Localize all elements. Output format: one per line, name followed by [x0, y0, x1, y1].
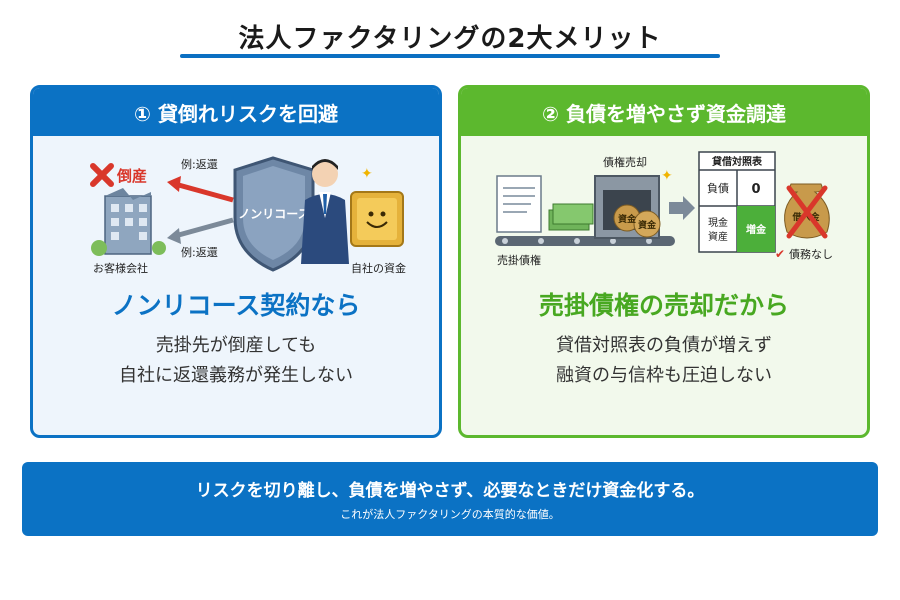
- arrow-label-top: 例:返還: [181, 157, 218, 171]
- collapsed-building-icon: [91, 188, 166, 256]
- card-desc-1-line-1: 売掛先が倒産しても: [155, 335, 317, 356]
- bs-cash-label-2: 資産: [708, 230, 728, 243]
- bs-liability-value: 0: [751, 182, 760, 197]
- merit-card-2: ② 負債を増やさず資金調達 売掛債権 債権売却: [458, 85, 870, 438]
- shield-icon: [233, 156, 315, 272]
- card-desc-1-line-2: 自社に返還義務が発生しない: [119, 365, 353, 386]
- money-bag-icon: [613, 204, 661, 238]
- right-arrow-icon: [669, 196, 695, 220]
- card-header-2: ② 負債を増やさず資金調達: [461, 88, 867, 136]
- money-bag-label-1: 資金: [618, 213, 637, 225]
- sparkle-icon: ✦: [661, 168, 673, 184]
- banner-main-text: リスクを切り離し、負債を増やさず、必要なときだけ資金化する。: [195, 481, 705, 501]
- card-header-1: ① 貸倒れリスクを回避: [33, 88, 439, 136]
- bankrupt-label: 倒産: [116, 167, 147, 185]
- receivable-doc-label: 売掛債権: [497, 253, 541, 267]
- bs-increase-label: 増金: [746, 223, 767, 236]
- sparkle-icon: ✦: [361, 166, 373, 182]
- banner-sub-text: これが法人ファクタリングの本質的な価値。: [340, 508, 560, 521]
- return-arrow-bottom: [167, 217, 234, 244]
- card-desc-1: 売掛先が倒産しても 自社に返還義務が発生しない: [33, 331, 439, 391]
- invoice-document-icon: [496, 175, 542, 233]
- no-debt-label: 債務なし: [789, 247, 833, 261]
- money-bag-label-2: 資金: [638, 219, 657, 231]
- title-underline: [180, 54, 720, 58]
- bankrupt-x-icon: [90, 163, 114, 187]
- card-desc-2-line-1: 貸借対照表の負債が増えず: [556, 335, 772, 356]
- card-heading-2: 売掛債権の売却だから: [538, 291, 789, 320]
- card-desc-2: 貸借対照表の負債が増えず 融資の与信枠も圧迫しない: [461, 331, 867, 391]
- illustration-nonrecourse: 倒産 お客様会社 例:返還 例:返還: [90, 156, 406, 275]
- machine-label: 債権売却: [603, 155, 647, 169]
- arrow-label-bottom: 例:返還: [181, 245, 218, 259]
- cash-stack-icon: [548, 203, 594, 231]
- safe-icon: [350, 191, 404, 247]
- summary-banner: リスクを切り離し、負債を増やさず、必要なときだけ資金化する。 これが法人ファクタ…: [22, 462, 878, 536]
- safe-label: 自社の資金: [351, 261, 406, 275]
- check-icon: ✔: [775, 247, 785, 261]
- return-arrow-top: [167, 176, 234, 203]
- balance-sheet-table: [698, 151, 776, 253]
- cross-x-icon: [786, 185, 828, 239]
- bs-liability-label: 負債: [707, 181, 729, 195]
- page-title: 法人ファクタリングの2大メリット: [238, 24, 662, 54]
- illustration-receivables-sale: 売掛債権 債権売却 資金 資金 ✦: [495, 151, 833, 267]
- card-desc-2-line-2: 融資の与信枠も圧迫しない: [556, 365, 772, 386]
- shield-label: ノンリコース: [238, 207, 309, 221]
- balance-sheet-title: 貸借対照表: [711, 155, 763, 168]
- customer-company-label: お客様会社: [93, 261, 148, 275]
- card-heading-1: ノンリコース契約なら: [111, 291, 361, 320]
- businessman-icon: [301, 159, 349, 264]
- bs-cash-label-1: 現金: [708, 216, 728, 229]
- merit-card-1: ① 貸倒れリスクを回避 倒産 お客様会社 例:返還: [30, 85, 442, 438]
